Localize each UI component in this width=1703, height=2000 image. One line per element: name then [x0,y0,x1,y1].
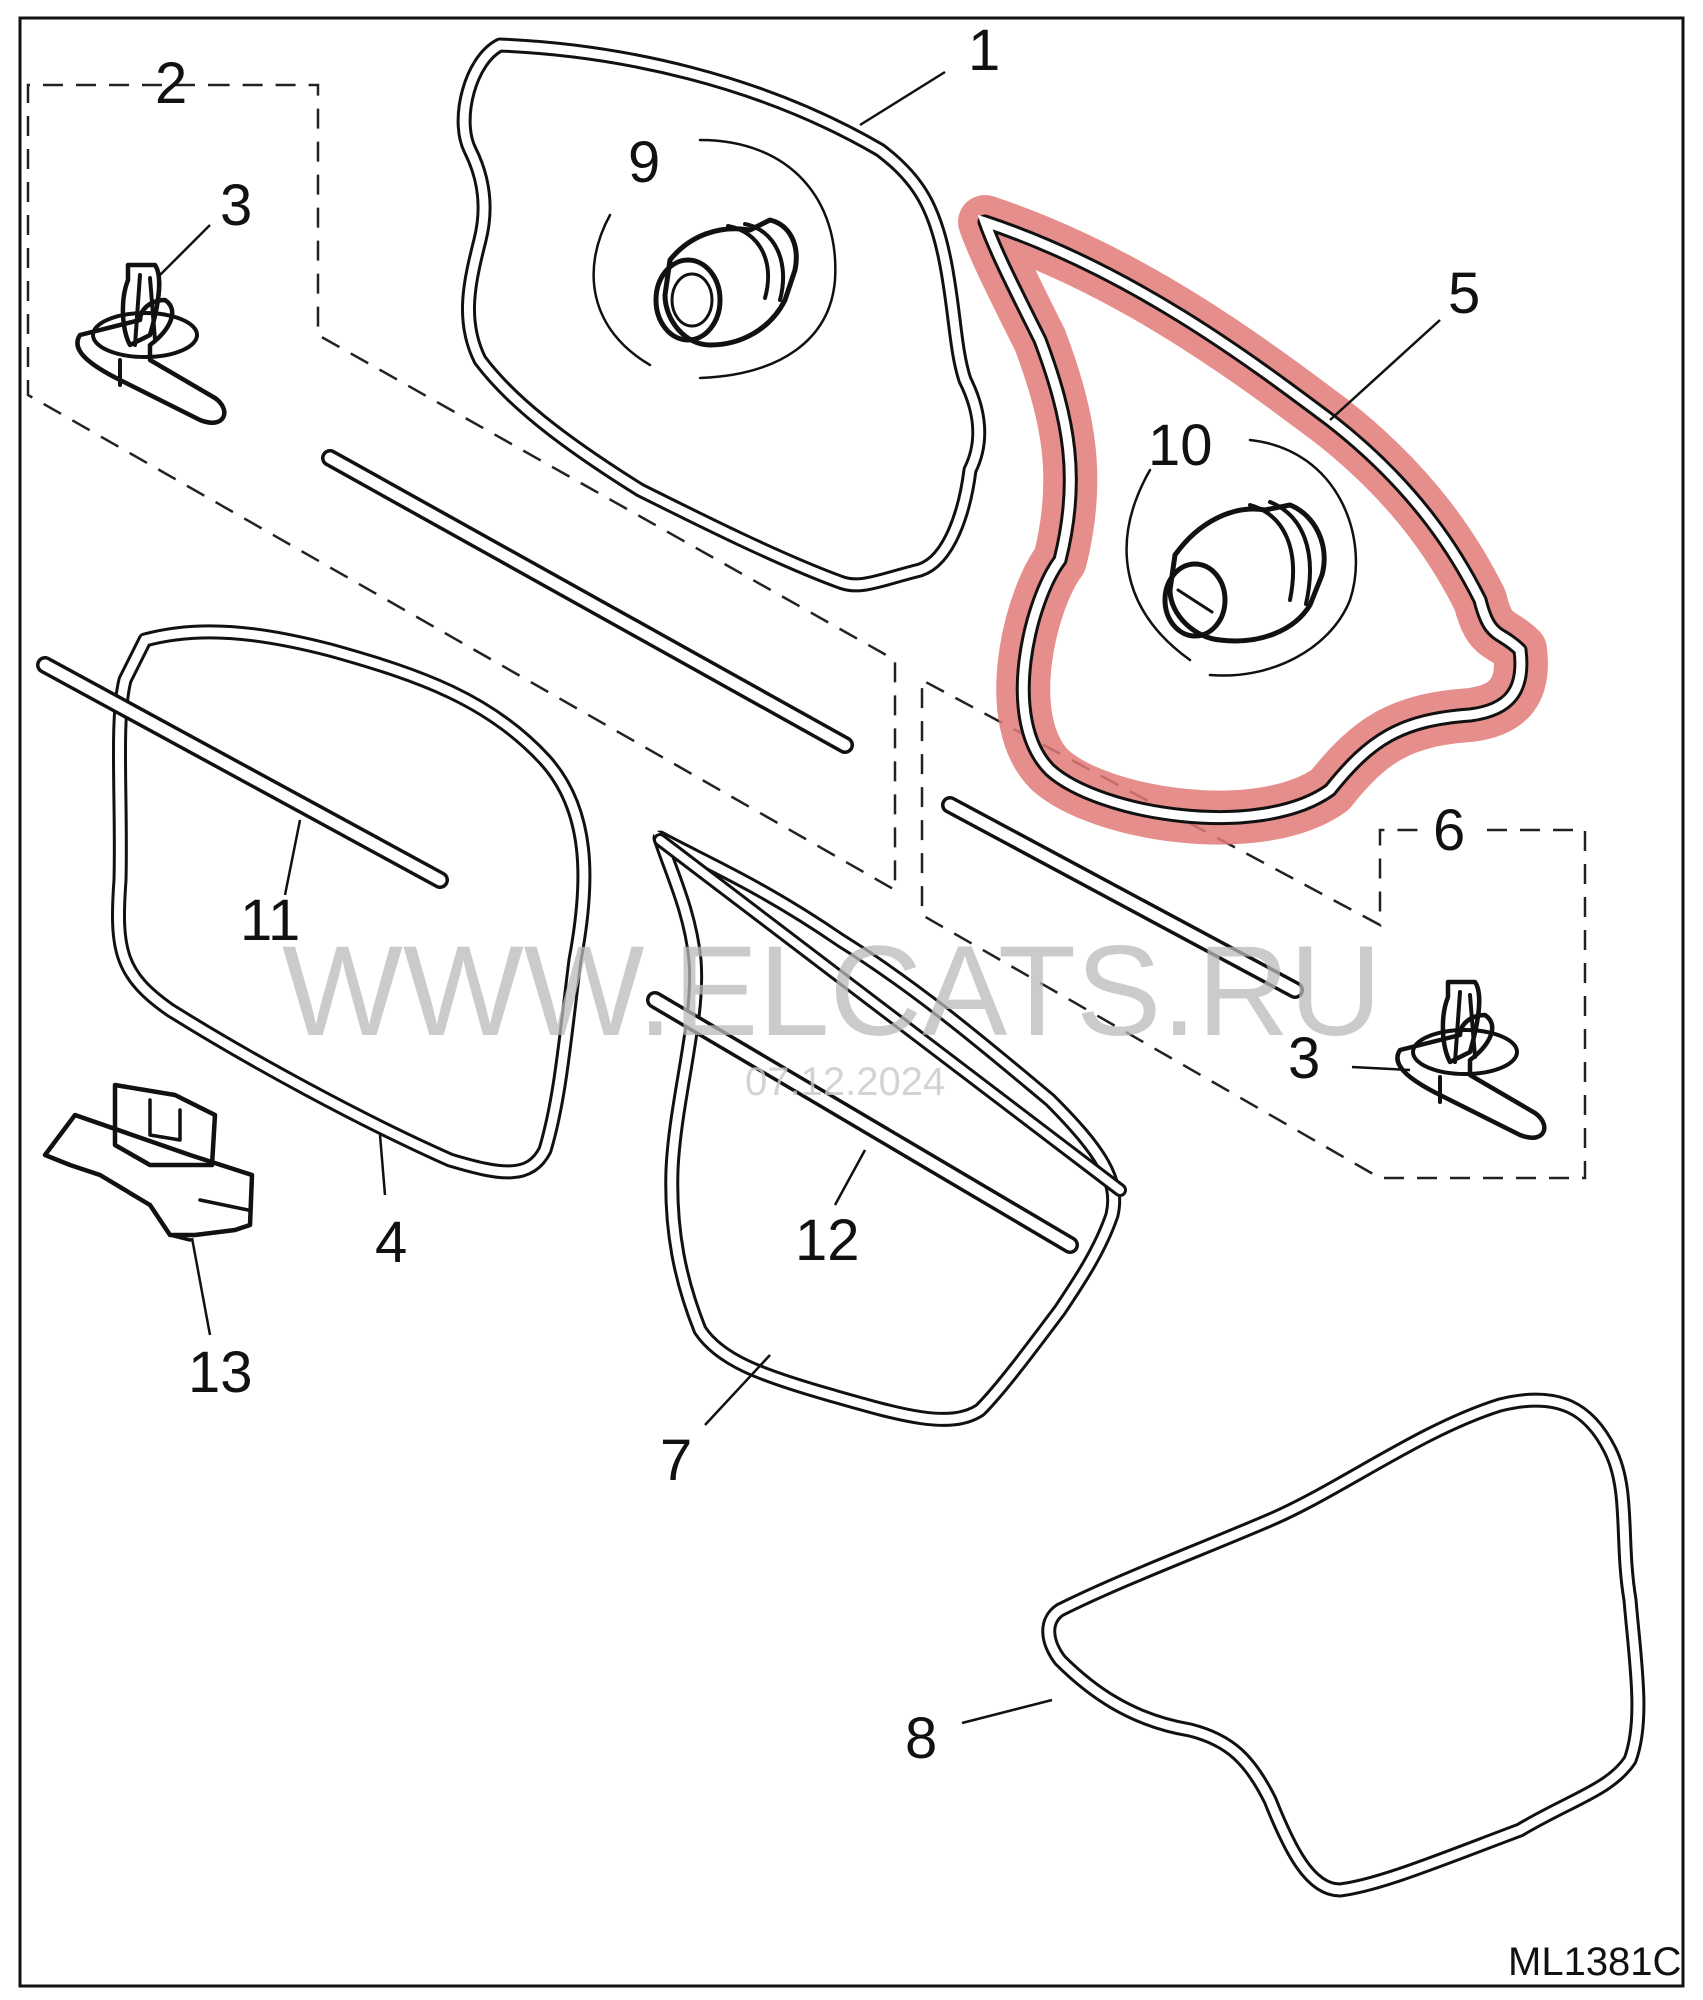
callout-4: 4 [375,1210,407,1275]
part-2-strip [321,449,854,754]
callout-8: 8 [905,1706,937,1771]
group-box-6 [920,677,1587,1180]
part-10-grommet [1162,500,1327,644]
part-8-seal [1041,1392,1646,1898]
callout-3: 3 [220,173,252,238]
leader-11 [283,819,302,896]
leader-3b [1351,1065,1411,1072]
callout-13: 13 [188,1340,253,1405]
group-box-2 [26,83,897,893]
leader-lines [159,70,1441,1725]
callout-7: 7 [660,1428,692,1493]
callout-11: 11 [240,888,300,953]
leader-7 [704,1354,771,1426]
part-4-seal [111,624,592,1180]
part-5-seal [977,214,1529,826]
leader-3a [159,224,211,276]
leader-1 [859,70,946,127]
leader-4 [378,1134,387,1196]
diagram-code: ML1381C [1508,1940,1681,1984]
callout-10: 10 [1148,413,1213,478]
callout-1: 1 [968,18,1000,83]
part-11-strip [36,656,449,889]
leader-13 [190,1237,212,1336]
diagram-frame [18,16,1685,1988]
part-9-grommet [653,217,799,348]
part-12-strip [646,991,1079,1254]
leader-8 [961,1698,1053,1725]
leader-5 [1329,319,1441,421]
callout-2: 2 [155,51,187,116]
callout-12: 12 [795,1208,860,1273]
callout-5: 5 [1448,261,1480,326]
watermark: WWW.ELCATS.RU [282,920,1382,1063]
watermark-date: 07.12.2024 [745,1060,945,1104]
callout-3-right: 3 [1288,1026,1320,1091]
part-13-clip [42,1082,255,1242]
part-3-clip-left [75,262,227,425]
part-3-clip-right [1395,979,1547,1140]
callout-6: 6 [1433,798,1465,863]
callout-9: 9 [628,130,660,195]
leader-12 [833,1149,867,1206]
part-1-seal [456,37,987,593]
part-6-strip [941,796,1304,999]
part-7-seal [652,828,1127,1427]
